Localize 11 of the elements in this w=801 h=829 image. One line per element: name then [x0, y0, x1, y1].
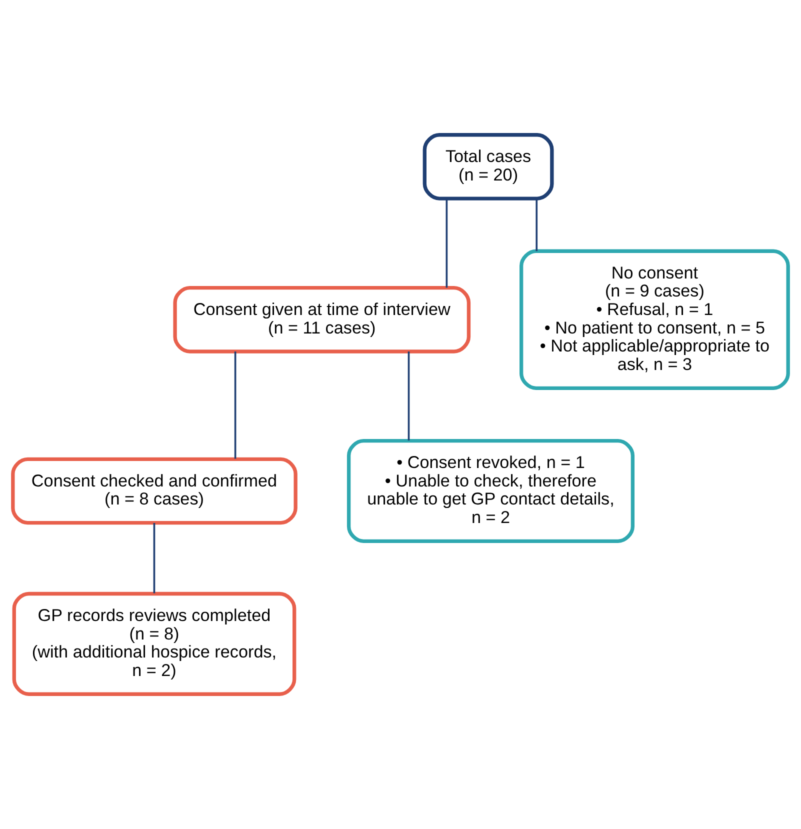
node-box: Consent given at time of interview (n = 11 cases): [173, 286, 471, 354]
connector: [234, 351, 236, 459]
node-box: Total cases (n = 20): [422, 133, 554, 200]
connector: [153, 523, 156, 594]
node-box: Consent checked and confirmed (n = 8 cases): [11, 457, 298, 525]
connector: [408, 351, 410, 440]
node-box: • Consent revoked, n = 1 • Unable to check, therefore unable to get GP contact details, n = 2: [346, 438, 635, 543]
node-box: No consent (n = 9 cases) • Refusal, n = 1 • No patient to consent, n = 5 • Not applicable/appropriate to ask, n = 3: [520, 249, 790, 390]
connector: [446, 198, 448, 288]
node-box: GP records reviews completed (n = 8) (with additional hospice records, n = 2): [12, 592, 296, 696]
connector: [536, 198, 538, 252]
